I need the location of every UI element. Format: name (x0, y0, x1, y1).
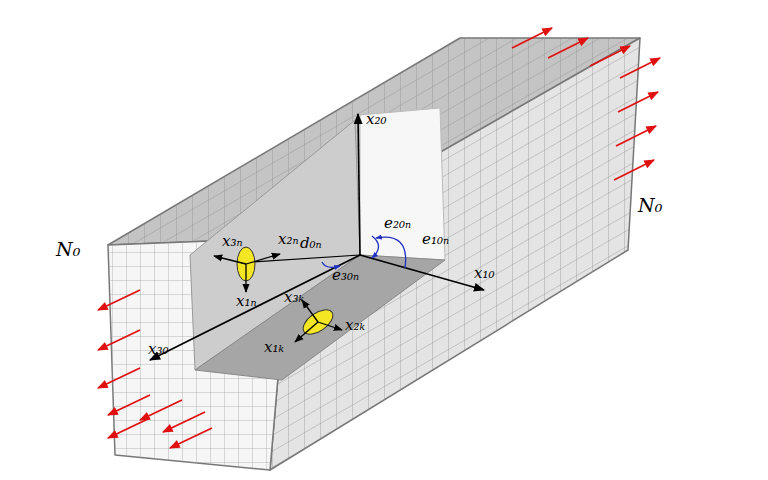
axis-label: x₂ₙ (278, 232, 299, 247)
axis-label: x₂ₖ (345, 318, 365, 333)
angle-label: e₃₀ₙ (332, 268, 359, 283)
axis-label: x₂₀ (366, 112, 387, 127)
angle-label: e₂₀ₙ (384, 216, 411, 231)
load-label: N₀ (638, 196, 662, 215)
angle-label: e₁₀ₙ (422, 232, 449, 247)
axis-label: x₁ₙ (236, 294, 257, 309)
axis-label: x₃₀ (148, 342, 169, 357)
axis-label: x₃ₙ (222, 234, 243, 249)
load-label: N₀ (56, 240, 80, 259)
axis-label: x₁ₖ (264, 340, 284, 355)
distance-label: d₀ₙ (300, 236, 322, 251)
axis-label: x₃ₖ (284, 290, 304, 305)
axis-label: x₁₀ (474, 266, 495, 281)
